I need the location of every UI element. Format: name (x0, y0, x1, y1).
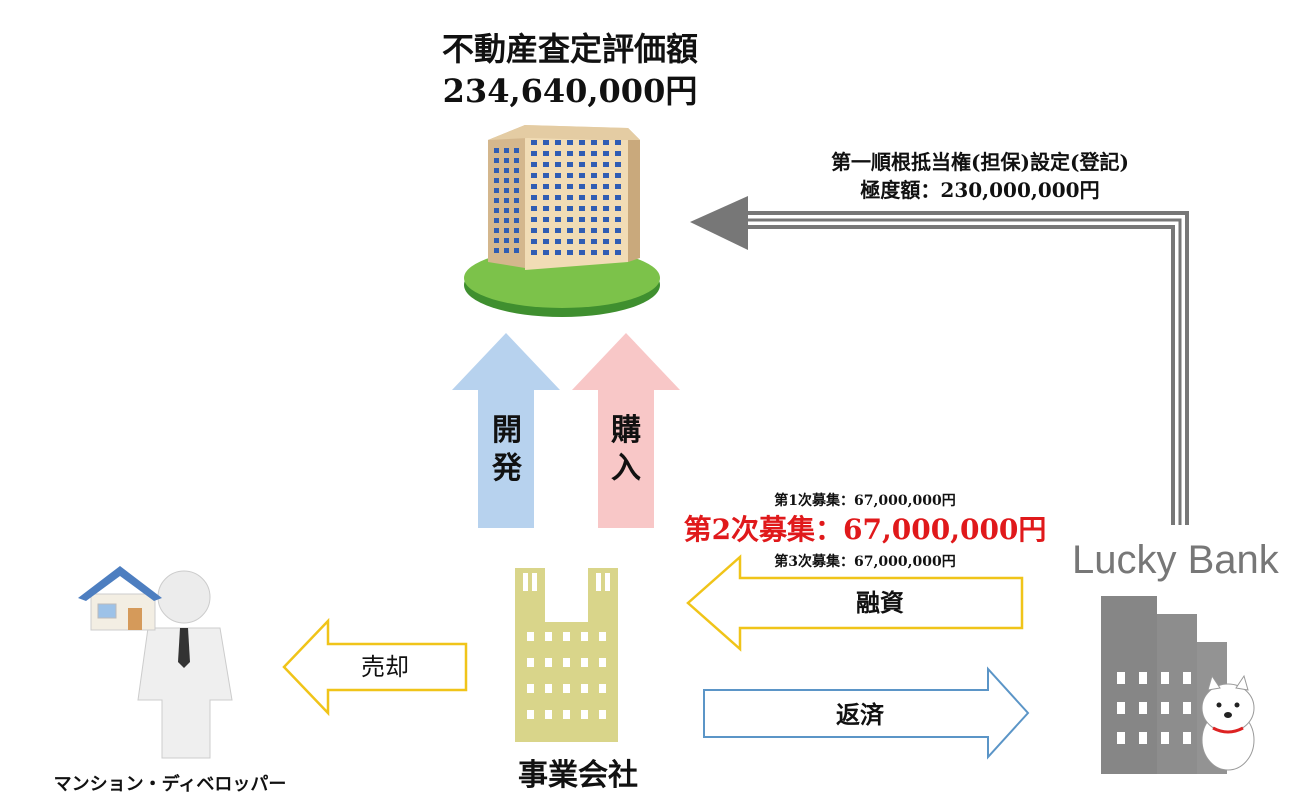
develop-label: 開 発 (487, 412, 527, 488)
loan-label: 融資 (856, 588, 904, 617)
repay-arrow (703, 666, 1030, 760)
purchase-char-2: 入 (611, 451, 641, 486)
lien-arrow (690, 196, 1189, 525)
loan-arrow (686, 554, 1024, 652)
purchase-arrow (572, 333, 680, 528)
develop-char-1: 開 (492, 413, 522, 448)
fundraising-third: 第3次募集：67,000,000円 (774, 554, 956, 570)
repay-label: 返済 (836, 700, 884, 729)
dog-icon (1201, 674, 1255, 771)
fundraising-first: 第1次募集：67,000,000円 (774, 493, 956, 509)
sell-arrow (282, 617, 468, 717)
develop-arrow (452, 333, 560, 528)
lender-label: Lucky Bank (1072, 538, 1279, 582)
developer-label: マンション・ディベロッパー (53, 774, 287, 795)
appraisal-amount: 234,640,000円 (442, 72, 698, 110)
appraisal-title-block: 不動産査定評価額 234,640,000円 (360, 28, 780, 112)
sell-label: 売却 (361, 653, 409, 681)
office-building-icon (515, 568, 618, 742)
lien-line2: 極度額：230,000,000円 (860, 178, 1100, 202)
lien-label: 第一順根抵当権(担保)設定(登記) 極度額：230,000,000円 (760, 148, 1200, 204)
building-icon (464, 125, 660, 317)
purchase-char-1: 購 (611, 413, 641, 448)
develop-char-2: 発 (492, 451, 522, 486)
person-icon (137, 570, 233, 759)
lien-line1: 第一順根抵当権(担保)設定(登記) (831, 150, 1129, 174)
appraisal-title: 不動産査定評価額 (441, 30, 698, 68)
house-icon (78, 566, 162, 631)
company-label: 事業会社 (518, 758, 638, 793)
purchase-label: 購 入 (606, 412, 646, 488)
fundraising-second: 第2次募集：67,000,000円 (683, 513, 1047, 546)
